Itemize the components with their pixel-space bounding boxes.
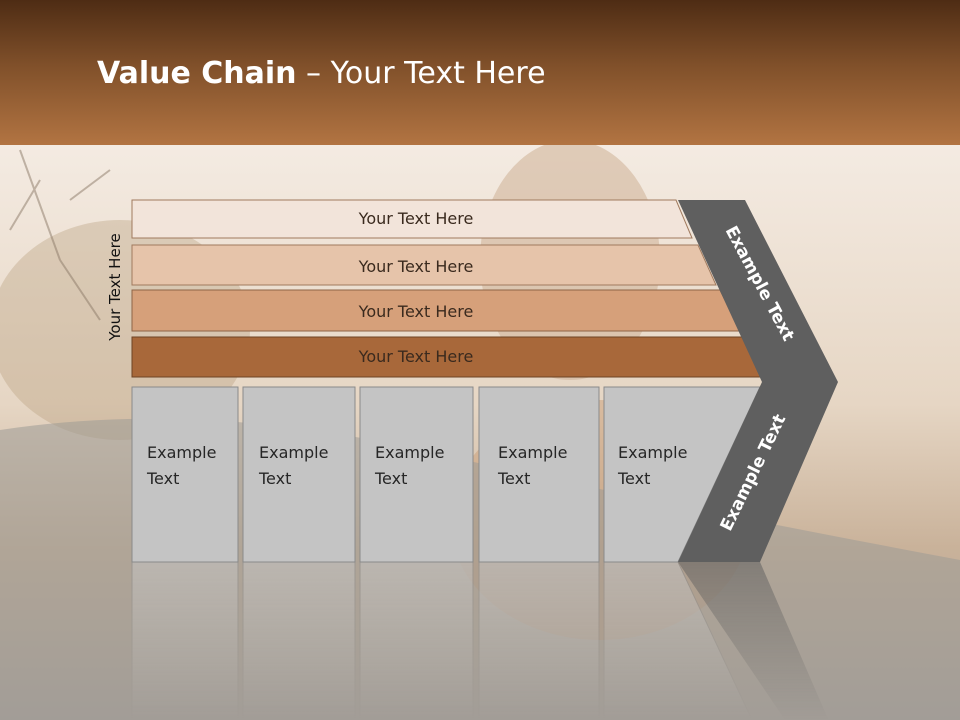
box-1: Example Text (131, 386, 239, 563)
box-4-line1: Example (498, 443, 567, 462)
bar-2-shape (131, 244, 717, 286)
box-1-line1: Example (147, 443, 216, 462)
bar-2: Your Text Here (131, 244, 717, 286)
box-4-shape (478, 386, 600, 563)
bar-4-label: Your Text Here (358, 347, 474, 366)
bar-3-label: Your Text Here (358, 302, 474, 321)
bar-1-label: Your Text Here (358, 209, 474, 228)
bar-2-label: Your Text Here (358, 257, 474, 276)
title-bold: Value Chain (97, 56, 297, 91)
margin-arrow-shape (678, 200, 838, 562)
title-rest: – Your Text Here (296, 56, 546, 91)
box-5-line2: Text (617, 469, 650, 488)
box-2: Example Text (242, 386, 356, 563)
margin-arrow: Example Text Example Text (678, 200, 838, 562)
box-4-line2: Text (497, 469, 530, 488)
bar-3: Your Text Here (131, 289, 741, 332)
reflection-arrow (678, 562, 829, 720)
reflection-box-3 (359, 561, 474, 720)
box-5-line1: Example (618, 443, 687, 462)
bar-1: Your Text Here (131, 199, 693, 239)
box-4: Example Text (478, 386, 600, 563)
bar-4: Your Text Here (131, 336, 765, 378)
reflection-box-1 (131, 561, 239, 720)
box-1-shape (131, 386, 239, 563)
box-3-line2: Text (374, 469, 407, 488)
reflection-box-4 (478, 561, 600, 720)
reflection (131, 561, 829, 720)
box-1-line2: Text (146, 469, 179, 488)
box-3-shape (359, 386, 474, 563)
box-3-line1: Example (375, 443, 444, 462)
box-2-line2: Text (258, 469, 291, 488)
box-3: Example Text (359, 386, 474, 563)
page-title: Value Chain – Your Text Here (97, 54, 546, 94)
title-banner (0, 0, 960, 145)
bar-1-shape (131, 199, 693, 239)
reflection-box-2 (242, 561, 356, 720)
box-5: Example Text (603, 386, 761, 563)
box-2-line1: Example (259, 443, 328, 462)
